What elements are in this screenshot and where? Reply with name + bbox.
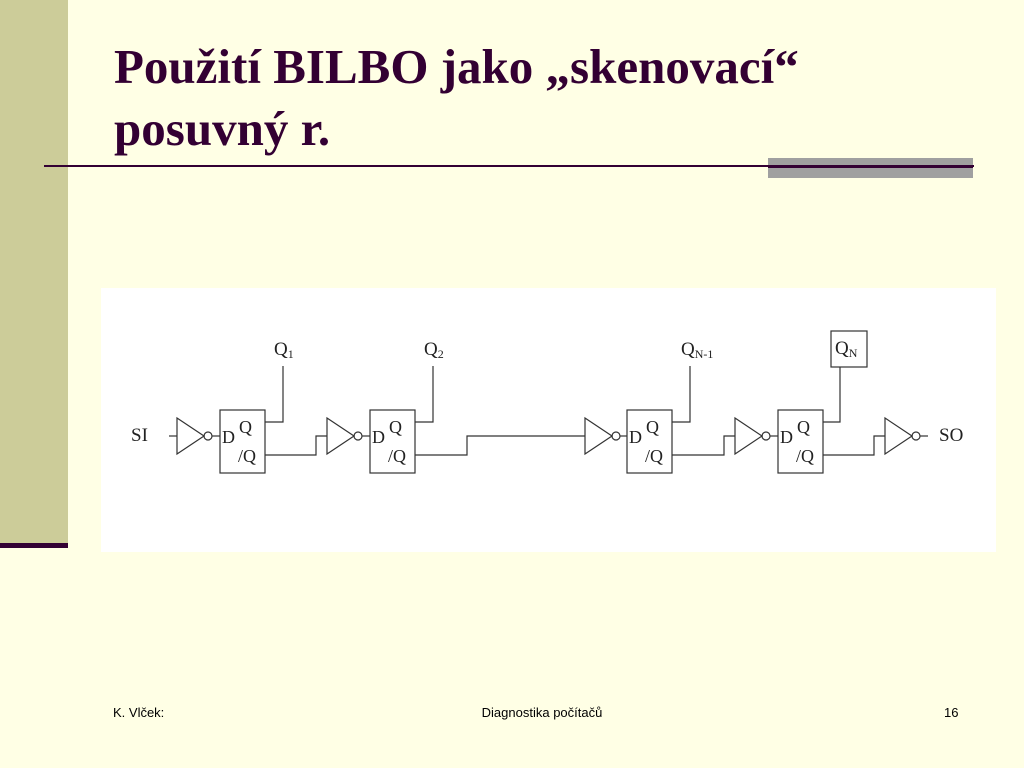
ff2-q-pin: Q: [389, 417, 402, 437]
q1-label: Q1: [274, 339, 294, 361]
ff1-d-pin: D: [222, 427, 235, 447]
title-underline: [44, 165, 974, 167]
wire-ffn1-qn1: [672, 366, 691, 423]
ff2-d-pin: D: [372, 427, 385, 447]
wire-ff1-q1: [265, 366, 284, 423]
ff2-qbar-pin: /Q: [388, 446, 406, 466]
wire-ffn-qn: [823, 367, 841, 423]
ffn-q-pin: Q: [797, 417, 810, 437]
side-accent-bar: [0, 0, 68, 545]
qn-label: QN: [835, 338, 858, 360]
flip-flop-1: D Q /Q: [219, 409, 266, 474]
ffn1-d-pin: D: [629, 427, 642, 447]
wire-ff2-chain: [415, 435, 585, 456]
title-accent-block: [768, 158, 973, 178]
wire-ffn1-invn: [672, 435, 735, 456]
qn-output-box: [830, 330, 868, 368]
inverter-n: [734, 416, 771, 456]
so-label: SO: [939, 425, 963, 446]
footer-author: K. Vlček:: [113, 705, 165, 720]
inverter-2: [326, 416, 363, 456]
flip-flop-2: D Q /Q: [369, 409, 416, 474]
q2-label: Q2: [424, 339, 444, 361]
side-accent-cap: [0, 543, 68, 548]
footer-page-number: 16: [944, 705, 959, 720]
ffn-qbar-pin: /Q: [796, 446, 814, 466]
flip-flop-n-1: D Q /Q: [626, 409, 673, 474]
inverter-1: [176, 416, 213, 456]
scan-chain-diagram: SI D Q /Q Q1 D Q /Q Q2: [131, 330, 963, 474]
ffn1-qbar-pin: /Q: [645, 446, 663, 466]
wire-ffn-outbuf: [823, 435, 885, 456]
diagram-panel: SI D Q /Q Q1 D Q /Q Q2: [101, 288, 996, 552]
flip-flop-n: D Q /Q: [777, 409, 824, 474]
output-inverter: [884, 416, 921, 456]
wire-ff2-q2: [415, 366, 434, 423]
si-label: SI: [131, 425, 148, 446]
ff1-q-pin: Q: [239, 417, 252, 437]
ffn-d-pin: D: [780, 427, 793, 447]
footer-course: Diagnostika počítačů: [481, 705, 603, 720]
wire-ff1-inv2: [265, 435, 327, 456]
inverter-n-1: [584, 416, 621, 456]
ff1-qbar-pin: /Q: [238, 446, 256, 466]
slide-title: Použití BILBO jako „skenovací“ posuvný r…: [114, 39, 799, 156]
title-accent-line: [768, 165, 973, 168]
ffn1-q-pin: Q: [646, 417, 659, 437]
qn1-label: QN-1: [681, 339, 713, 361]
